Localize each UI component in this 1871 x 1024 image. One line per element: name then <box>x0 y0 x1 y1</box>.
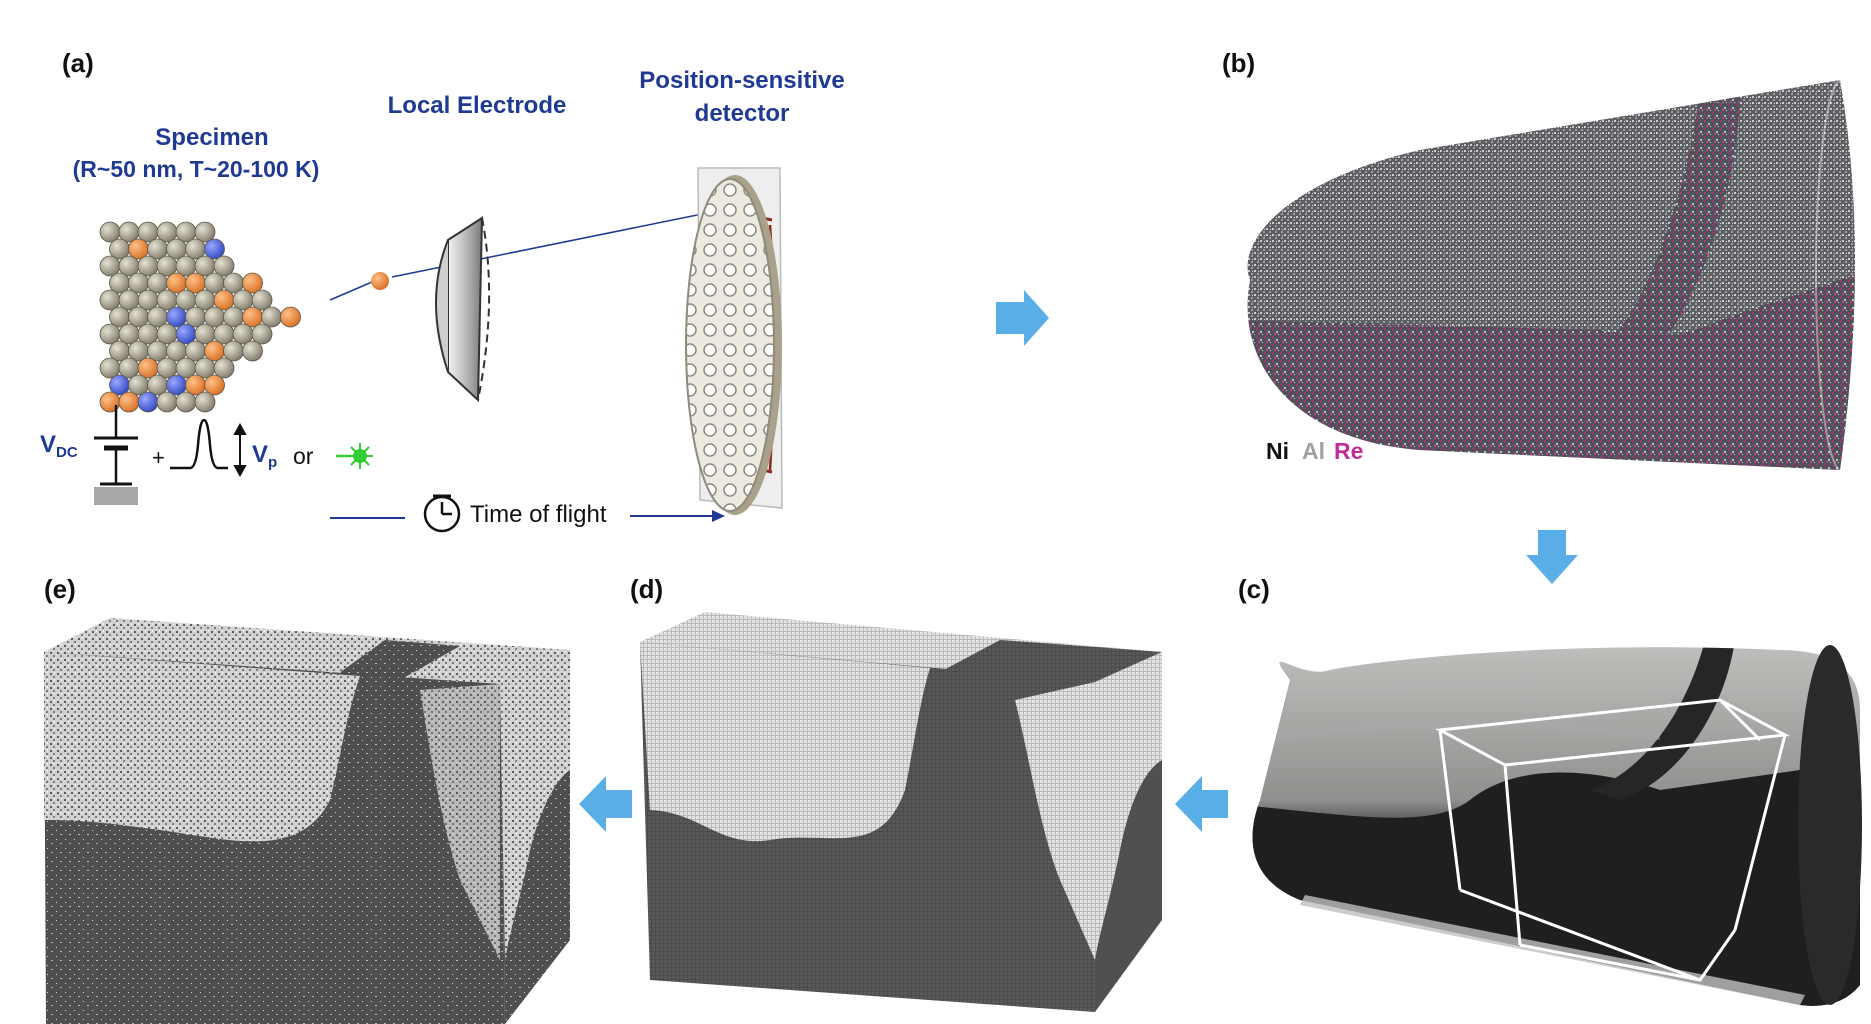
ion-trajectory-short <box>330 282 372 300</box>
flow-arrow-icon <box>1175 776 1228 832</box>
panel-label-e: (e) <box>44 574 76 604</box>
specimen-title: Specimen <box>155 124 268 151</box>
specimen-atom <box>176 392 196 412</box>
flow-arrow-icon <box>996 290 1049 346</box>
panel-label-a: (a) <box>62 48 94 78</box>
panel-c-isosurface <box>1240 620 1870 1020</box>
panel-b-reconstruction: Ni Al Re <box>1230 79 1870 480</box>
specimen-atom <box>119 392 139 412</box>
panel-label-b: (b) <box>1222 48 1255 78</box>
legend-ni: Ni <box>1266 438 1289 464</box>
block-e-front-light-phase <box>44 652 360 841</box>
panel-e-noisy-block <box>44 618 570 1024</box>
vp-label: Vp <box>252 441 277 471</box>
plus-sign: + <box>152 445 165 470</box>
specimen-conditions: (R~50 nm, T~20-100 K) <box>73 156 320 182</box>
pulse-icon <box>170 420 228 468</box>
detector-label-line2: detector <box>695 100 790 127</box>
vp-arrow <box>235 425 245 475</box>
block-d-front-light-phase <box>640 642 930 841</box>
panel-label-d: (d) <box>630 574 663 604</box>
legend-re: Re <box>1334 438 1363 464</box>
voltage-circuit <box>94 405 138 484</box>
specimen-atom <box>243 341 263 361</box>
specimen-atom-lattice <box>100 222 301 412</box>
evaporated-ion <box>371 272 389 290</box>
or-label: or <box>293 443 314 469</box>
flow-arrow-icon <box>1526 530 1578 584</box>
legend-al: Al <box>1302 438 1325 464</box>
laser-burst-icon <box>336 443 373 469</box>
panel-label-c: (c) <box>1238 574 1270 604</box>
time-of-flight-label: Time of flight <box>470 501 607 528</box>
vdc-label: VDC <box>40 431 78 461</box>
specimen-atom <box>281 307 301 327</box>
specimen-atom <box>138 392 158 412</box>
panel-d-voxel-block <box>640 612 1162 1012</box>
local-electrode <box>448 218 482 400</box>
ground-block <box>94 487 138 505</box>
flow-arrow-icon <box>579 776 632 832</box>
local-electrode-label: Local Electrode <box>388 92 567 119</box>
specimen-atom <box>157 392 177 412</box>
detector-label-line1: Position-sensitive <box>639 67 844 94</box>
specimen-atom <box>195 392 215 412</box>
clock-icon <box>425 496 459 531</box>
position-sensitive-detector <box>686 168 782 515</box>
panel-a-schematic: Specimen (R~50 nm, T~20-100 K) Local Ele… <box>40 67 845 531</box>
